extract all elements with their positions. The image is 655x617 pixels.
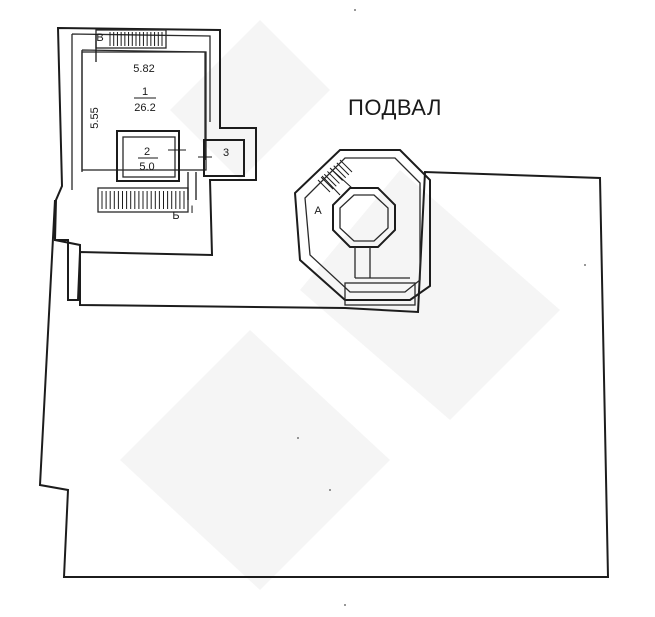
- room-3-outline: [203, 139, 245, 177]
- plan-title: ПОДВАЛ: [348, 95, 442, 120]
- dimension-width: 5.82: [133, 63, 154, 75]
- room-1: 1 26.2: [81, 51, 207, 171]
- stair-tread: [339, 159, 353, 173]
- scan-noise: [297, 9, 586, 606]
- stair-tread: [323, 173, 337, 187]
- stair-tread: [317, 179, 331, 193]
- stair-label-b: Б: [172, 210, 179, 222]
- tower-annex: [344, 282, 416, 306]
- room-3-number: 3: [223, 147, 229, 159]
- tower-inner: [304, 157, 421, 293]
- tower-outer: [293, 149, 431, 301]
- stair-tower-a: А: [293, 149, 431, 306]
- room-2: 2 5.0: [116, 130, 186, 182]
- upper-block-inner: [71, 33, 211, 190]
- room-2-outline: [116, 130, 180, 182]
- stair-tread: [320, 176, 334, 190]
- stair-tread: [330, 168, 343, 181]
- stair-v: В: [95, 29, 167, 62]
- stair-tread: [327, 171, 340, 184]
- stair-label-a: А: [314, 205, 322, 217]
- room-1-outline: [81, 51, 207, 171]
- tower-core-inner: [339, 194, 389, 242]
- room-1-area: 26.2: [134, 102, 155, 114]
- dimension-height: 5.55: [89, 107, 101, 128]
- watermark: [120, 20, 560, 590]
- room-3: 3: [198, 139, 245, 177]
- tower-core-outer: [332, 187, 396, 248]
- mark-i: I: [190, 204, 193, 216]
- basement-outline: [38, 170, 610, 578]
- upper-block-outer: [53, 26, 257, 301]
- room-1-number: 1: [142, 86, 148, 98]
- room-2-area: 5.0: [139, 161, 154, 173]
- stair-b: Б I: [97, 172, 197, 222]
- stair-label-v: В: [96, 32, 103, 44]
- stair-tread: [336, 162, 350, 176]
- room-2-number: 2: [144, 146, 150, 158]
- stair-tread: [333, 165, 347, 179]
